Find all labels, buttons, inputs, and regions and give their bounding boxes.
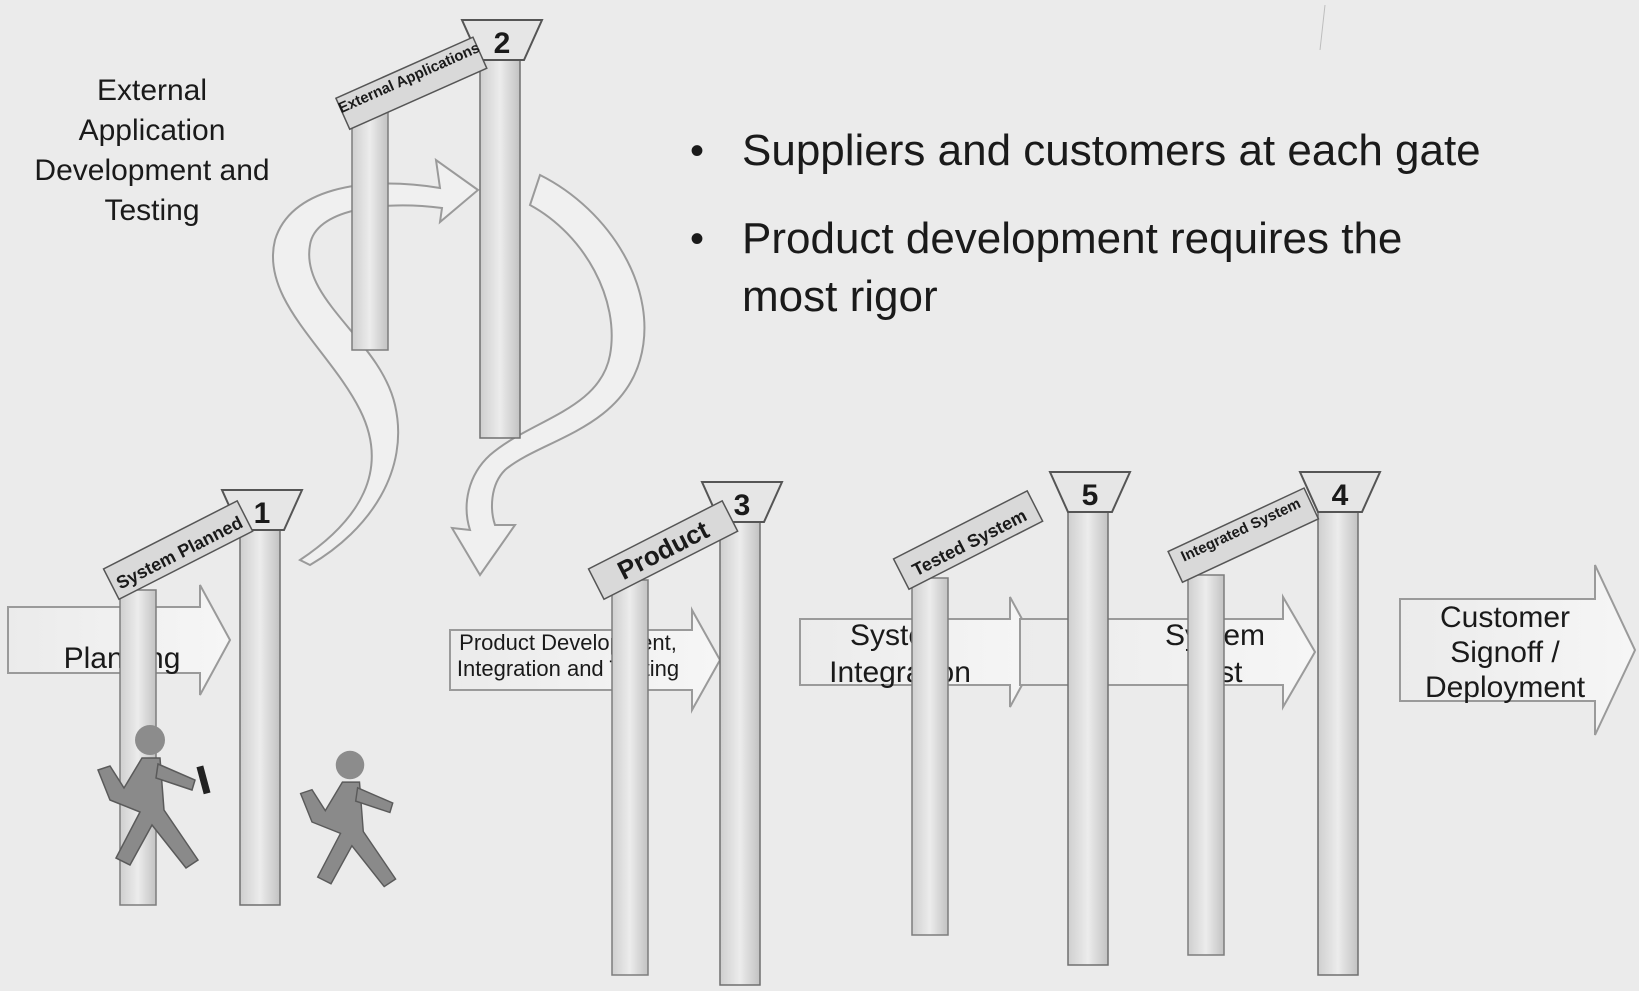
gate-sign-label: System Planned <box>113 512 246 593</box>
phase-arrow-shape <box>449 606 722 714</box>
curved-arrow-to-external <box>272 157 480 567</box>
phase-arrow: Planning <box>7 584 232 696</box>
gate-post-front <box>1317 499 1359 976</box>
gate-sign-board <box>587 499 739 601</box>
bullet-icon: • <box>690 129 705 173</box>
runner-icon <box>299 750 397 888</box>
note-line-1: External <box>97 74 207 107</box>
gate-sign: Integrated System <box>1167 487 1320 584</box>
phase-arrow-shape <box>1399 564 1637 736</box>
decorative-line <box>1319 4 1326 51</box>
gate-number: 2 <box>494 27 511 60</box>
gate-post-front <box>239 517 281 906</box>
bullet-item: • Product development requires the most r… <box>690 210 1462 326</box>
gate-number: 1 <box>254 497 271 530</box>
note-line-3: Development and <box>34 154 269 187</box>
phase-label: Deployment <box>1425 671 1586 704</box>
gate-post-back <box>351 109 389 351</box>
phase-arrow-shape <box>7 584 232 696</box>
bullet-text: Product development requires the most ri… <box>742 214 1403 321</box>
bullet-list: • Suppliers and customers at each gate • P… <box>690 122 1590 356</box>
curved-arrow-from-external <box>450 173 646 577</box>
gate-sign: System Planned <box>102 499 254 601</box>
bullet-text: Suppliers and customers at each gate <box>742 126 1481 175</box>
gate-post-front <box>719 509 761 986</box>
gate-sign-board <box>102 499 254 601</box>
phase-arrow: Product Development,Integration and Test… <box>449 606 722 714</box>
gate-post-back <box>911 577 949 936</box>
bullet-item: • Suppliers and customers at each gate <box>690 122 1590 180</box>
gate-post-front <box>479 47 521 439</box>
gate: 4 Integrated System <box>1167 471 1382 976</box>
gate-capital <box>1048 471 1132 513</box>
gate-number: 5 <box>1082 479 1099 512</box>
gate-sign: Product <box>587 499 739 601</box>
note-line-4: Testing <box>104 194 199 227</box>
bullet-icon: • <box>690 217 705 261</box>
gate-sign-board <box>892 489 1044 591</box>
runner-icon <box>97 725 211 870</box>
external-development-note: External Application Development and Tes… <box>34 74 269 227</box>
gate-sign: Tested System <box>892 489 1044 591</box>
gate-post-back <box>611 579 649 976</box>
gate: 5 Tested System <box>892 471 1132 966</box>
gate-capital <box>1298 471 1382 513</box>
gate-number: 4 <box>1332 479 1349 512</box>
phase-label: Integration <box>829 656 971 689</box>
gate-post-back <box>1187 574 1225 956</box>
baton-icon <box>196 765 211 795</box>
gate-sign-board <box>334 36 488 131</box>
phase-label: Signoff / <box>1450 636 1560 669</box>
phase-arrow-shape <box>1019 593 1317 711</box>
gate-sign-board <box>1167 487 1320 584</box>
note-line-2: Application <box>79 114 226 147</box>
gate-number: 3 <box>734 489 751 522</box>
gate-sign: External Applications <box>334 36 488 131</box>
phase-label: Customer <box>1440 601 1570 634</box>
gate-post-front <box>1067 499 1109 966</box>
phase-arrow: SystemTest <box>1019 593 1317 711</box>
